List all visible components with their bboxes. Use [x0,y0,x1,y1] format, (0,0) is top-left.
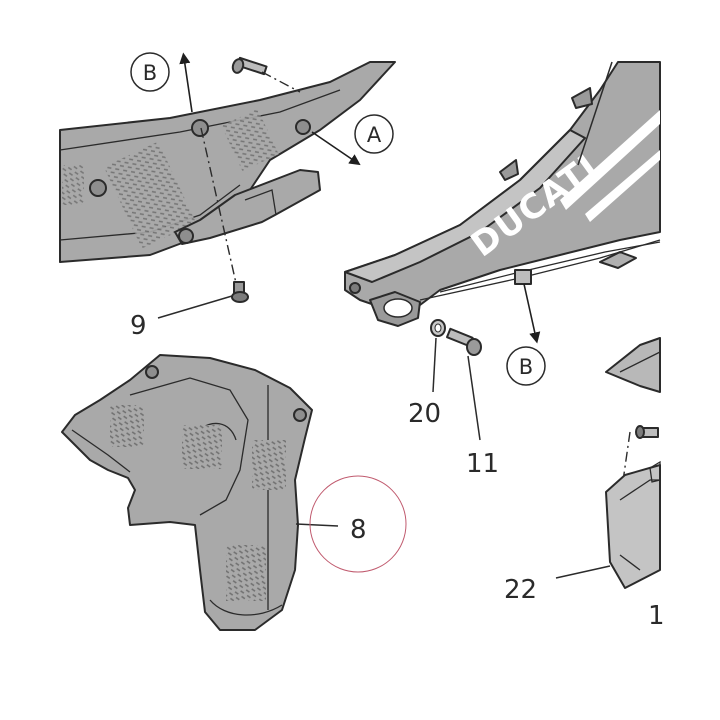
part-22-bracket: 22 1 [504,337,665,631]
part-8-cover: 8 [61,354,407,631]
arrow-a-letter: A [367,123,382,147]
screw-9: 9 [130,127,249,341]
callout-8: 8 [350,515,367,545]
arrow-b-top: B [130,52,193,113]
callout-cut: 1 [648,601,665,631]
arrow-a-badge [354,114,394,154]
left-side-panel [59,61,396,263]
top-screw [231,56,301,93]
tail-section: DUCATI [344,61,661,327]
washer-20: 20 [408,319,446,429]
arrow-b-top-badge [130,52,170,92]
arrow-b-top-letter: B [143,61,157,85]
callout-20: 20 [408,399,441,429]
callout-11: 11 [466,449,499,479]
callout-22: 22 [504,575,537,605]
arrow-b-bottom: B [506,283,546,386]
highlight-circle [309,475,407,573]
arrow-b-bottom-badge [506,346,546,386]
arrow-b-bottom-letter: B [519,355,533,379]
screw-11: 11 [446,327,499,479]
callout-9: 9 [130,311,147,341]
arrow-a: A [311,114,394,166]
